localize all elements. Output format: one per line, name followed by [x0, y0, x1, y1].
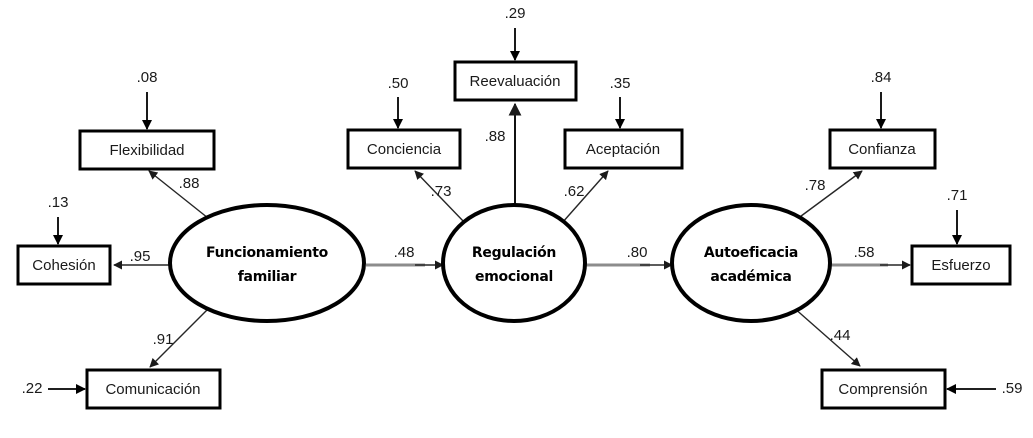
- observed-box-conciencia[interactable]: Conciencia: [346, 128, 462, 170]
- observed-box-flexibilidad[interactable]: Flexibilidad: [78, 129, 216, 171]
- coefficient-labels-group: .88 .95 .91 .73 .88 .62 .78 .58 .44 .48 …: [130, 128, 875, 348]
- observed-box-comprension[interactable]: Comprensión: [820, 368, 947, 410]
- loading-arrow-ae-comprension: [792, 306, 861, 367]
- observed-label-comprension: Comprensión: [838, 381, 927, 398]
- coefficient-re-aceptacion: .62: [564, 183, 585, 200]
- observed-label-aceptacion: Aceptación: [586, 141, 660, 158]
- coefficient-ff-cohesion: .95: [130, 248, 151, 265]
- observed-label-conciencia: Conciencia: [367, 141, 442, 158]
- observed-label-cohesion: Cohesión: [32, 257, 95, 274]
- latent-ellipse-funcionamiento-familiar[interactable]: Funcionamiento familiar: [168, 203, 366, 323]
- latent-label-autoeficacia-academica-line2: académica: [710, 269, 791, 285]
- latent-label-funcionamiento-familiar-line1: Funcionamiento: [206, 245, 329, 261]
- loading-arrow-ff-flexibilidad: [148, 170, 214, 223]
- observed-box-reevaluacion[interactable]: Reevaluación: [453, 60, 578, 102]
- loading-arrows-group: [113, 102, 911, 368]
- loading-arrow-ae-confianza: [792, 170, 863, 223]
- coefficient-ae-esfuerzo: .58: [854, 244, 875, 261]
- error-label-flexibilidad: .08: [137, 69, 158, 86]
- error-labels-group: .08 .13 .22 .50 .29 .35 .84 .71 .59: [22, 5, 1023, 397]
- observed-variables-group: Flexibilidad Cohesión Comunicación Conci…: [16, 60, 1012, 410]
- latent-label-autoeficacia-academica-line1: Autoeficacia: [704, 245, 798, 261]
- coefficient-re-to-ae: .80: [627, 244, 648, 261]
- error-arrows-group: [48, 28, 996, 395]
- coefficient-ae-confianza: .78: [805, 177, 826, 194]
- observed-box-cohesion[interactable]: Cohesión: [16, 244, 112, 286]
- loading-arrow-re-aceptacion: [561, 170, 609, 224]
- error-label-esfuerzo: .71: [947, 187, 968, 204]
- latent-label-funcionamiento-familiar-line2: familiar: [238, 269, 297, 285]
- latent-variables-group: Funcionamiento familiar Regulación emoci…: [168, 203, 832, 323]
- error-label-conciencia: .50: [388, 75, 409, 92]
- loading-arrow-re-conciencia: [414, 170, 466, 224]
- observed-label-reevaluacion: Reevaluación: [470, 73, 561, 90]
- observed-label-flexibilidad: Flexibilidad: [109, 142, 184, 159]
- error-label-reevaluacion: .29: [505, 5, 526, 22]
- observed-box-comunicacion[interactable]: Comunicación: [85, 368, 222, 410]
- observed-box-esfuerzo[interactable]: Esfuerzo: [910, 244, 1012, 286]
- coefficient-ae-comprension: .44: [830, 327, 851, 344]
- coefficient-ff-flexibilidad: .88: [179, 175, 200, 192]
- observed-label-confianza: Confianza: [848, 141, 916, 158]
- error-label-comprension: .59: [1002, 380, 1023, 397]
- observed-box-confianza[interactable]: Confianza: [828, 128, 937, 170]
- error-label-aceptacion: .35: [610, 75, 631, 92]
- observed-label-comunicacion: Comunicación: [105, 381, 200, 398]
- coefficient-ff-comunicacion: .91: [153, 331, 174, 348]
- coefficient-ff-to-re: .48: [394, 244, 415, 261]
- latent-ellipse-autoeficacia-academica[interactable]: Autoeficacia académica: [670, 203, 832, 323]
- observed-box-aceptacion[interactable]: Aceptación: [563, 128, 684, 170]
- error-label-confianza: .84: [871, 69, 892, 86]
- coefficient-re-conciencia: .73: [431, 183, 452, 200]
- observed-label-esfuerzo: Esfuerzo: [931, 257, 990, 274]
- latent-ellipse-regulacion-emocional[interactable]: Regulación emocional: [441, 203, 587, 323]
- coefficient-re-reevaluacion: .88: [485, 128, 506, 145]
- latent-label-regulacion-emocional-line1: Regulación: [472, 245, 556, 261]
- latent-label-regulacion-emocional-line2: emocional: [475, 269, 553, 285]
- error-label-comunicacion: .22: [22, 380, 43, 397]
- error-label-cohesion: .13: [48, 194, 69, 211]
- loading-arrow-ff-comunicacion: [149, 308, 209, 368]
